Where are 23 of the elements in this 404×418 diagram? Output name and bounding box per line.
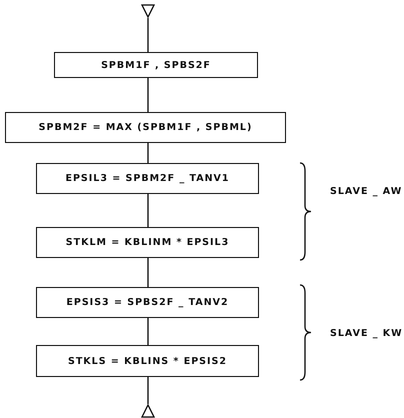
- connector-line: [147, 143, 149, 163]
- group-label: SLAVE _ AW: [330, 186, 402, 197]
- process-box: [5, 112, 286, 143]
- connector-triangle: [141, 4, 155, 18]
- process-box: [36, 287, 259, 318]
- process-box: [36, 163, 259, 194]
- box-text: STKLM = KBLINM * EPSIL3: [66, 237, 230, 248]
- box-text: EPSIL3 = SPBM2F _ TANV1: [65, 173, 230, 184]
- process-box: [36, 227, 259, 258]
- process-box: [36, 345, 259, 377]
- connector-line: [147, 318, 149, 345]
- connector-line: [147, 78, 149, 112]
- connector-line: [147, 18, 149, 52]
- box-text: STKLS = KBLINS * EPSIS2: [68, 356, 227, 366]
- process-box: [54, 52, 258, 78]
- connector-line: [147, 258, 149, 287]
- box-text: SPBM2F = MAX (SPBM1F , SPBML): [38, 122, 252, 133]
- box-text: EPSIS3 = SPBS2F _ TANV2: [66, 297, 229, 308]
- group-label: SLAVE _ KW: [330, 328, 403, 339]
- box-text: SPBM1F , SPBS2F: [101, 60, 211, 70]
- connector-symbol: [141, 404, 155, 418]
- connector-line: [147, 194, 149, 227]
- connector-line: [147, 377, 149, 404]
